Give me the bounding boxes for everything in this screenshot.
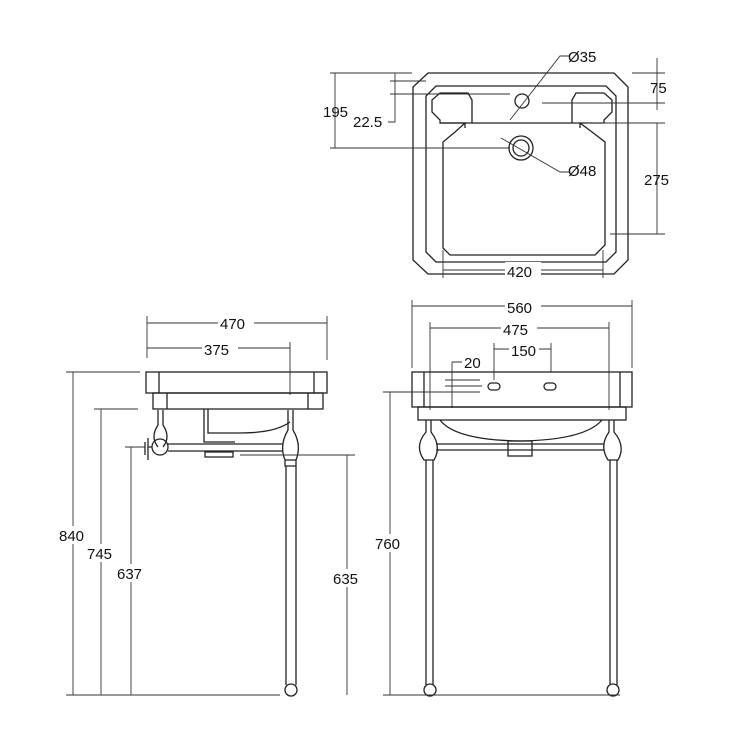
basin-outline-outer <box>412 72 629 275</box>
bowl-outline <box>440 122 606 256</box>
dim-75: 75 <box>650 80 667 97</box>
tap-hole-label: Ø35 <box>568 49 596 66</box>
dim-637: 637 <box>117 566 142 583</box>
tap-handle <box>144 438 152 460</box>
bowl-front <box>439 419 603 442</box>
front-view: 560 475 150 20 760 <box>374 297 633 697</box>
left-leg-front <box>418 420 438 685</box>
dim-470: 470 <box>220 316 245 333</box>
dim-375: 375 <box>204 342 229 359</box>
dim-195: 195 <box>323 104 348 121</box>
left-leg <box>153 410 168 448</box>
waste-label: Ø48 <box>568 163 596 180</box>
dim-22-5: 22.5 <box>353 114 382 131</box>
basin-slab <box>145 371 328 394</box>
right-leg <box>281 410 300 685</box>
dim-560: 560 <box>507 300 532 317</box>
dim-840: 840 <box>59 528 84 545</box>
dim-150: 150 <box>511 343 536 360</box>
left-leg-knuckle <box>151 438 169 456</box>
dim-275: 275 <box>644 172 669 189</box>
dim-745: 745 <box>87 546 112 563</box>
tap-hole <box>514 93 530 109</box>
bowl-side <box>203 409 291 443</box>
left-ledge <box>431 92 473 124</box>
top-view: Ø35 Ø48 195 22.5 75 275 420 <box>323 49 669 281</box>
right-leg-front <box>603 420 622 685</box>
dim-420: 420 <box>507 264 532 281</box>
dim-635: 635 <box>333 571 358 588</box>
side-view: 470 375 840 745 637 635 <box>58 313 362 697</box>
dim-760: 760 <box>375 536 400 553</box>
right-ledge <box>571 92 613 124</box>
tap-hole-right <box>543 382 557 391</box>
tap-hole-left <box>487 382 501 391</box>
basin-front <box>411 371 633 408</box>
dim-475: 475 <box>503 322 528 339</box>
dim-20: 20 <box>464 355 481 372</box>
waste-inner <box>512 139 530 157</box>
